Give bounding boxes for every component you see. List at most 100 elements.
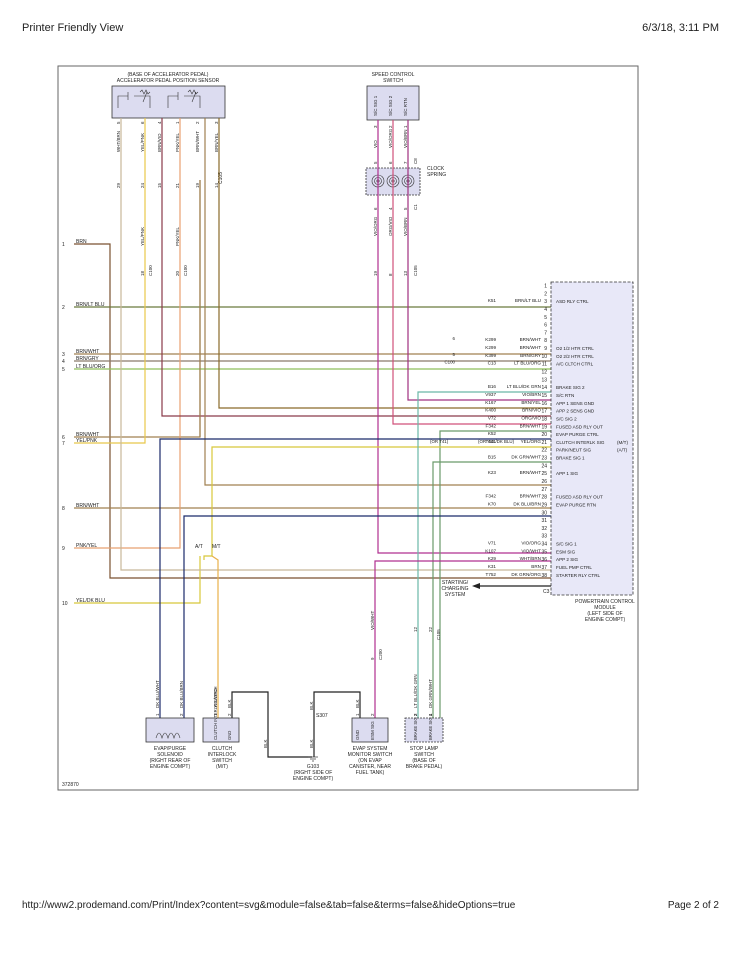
- left-wire-label: YEL/PNK: [76, 438, 98, 444]
- left-wire-label: PNK/YEL: [76, 543, 97, 549]
- speed-pin-number: 2: [388, 125, 393, 128]
- pcm-pin-wire: BRN/LT BLU: [515, 298, 541, 303]
- esm-location-2: CANISTER, NEAR: [349, 764, 391, 770]
- clock-spring-label-2: SPRING: [427, 172, 446, 178]
- speed-bottom-cavity: 4: [388, 207, 393, 210]
- speed-pin-label: S/C RTN: [403, 98, 408, 116]
- app-pin-number: 4: [157, 121, 162, 124]
- left-wire-label: BRN/GRY: [76, 356, 99, 362]
- pcm-pin-function: APP 1 SENS GND: [556, 401, 595, 406]
- left-wire-label: BRN/WHT: [76, 349, 99, 355]
- pcm-pin-number: 18: [541, 416, 547, 422]
- clutch-switch-label-2: INTERLOCK: [208, 752, 237, 758]
- c100-cavity: 18: [140, 270, 145, 276]
- esm-label-2: MONITOR SWITCH: [348, 752, 393, 758]
- left-wire-number: 8: [62, 506, 65, 512]
- speed-top-cavity: 7: [403, 161, 408, 164]
- left-wire-number: 10: [62, 601, 68, 607]
- clutch-switch-label: CLUTCH: [212, 746, 233, 752]
- left-wire-label: BRN/WHT: [76, 503, 99, 509]
- pcm-pin-function: FUSED ASD RLY OUT: [556, 495, 603, 500]
- app-pin-wire: BRN/WHT: [195, 131, 200, 152]
- speed-pin-label: S/C SIG 1: [373, 95, 378, 116]
- pcm-pin-wire: BRN/WHT: [520, 345, 542, 350]
- left-wire-label: YEL/DK BLU: [76, 598, 105, 604]
- speed-switch-subtitle: SWITCH: [383, 78, 403, 84]
- left-wire-number: 7: [62, 441, 65, 447]
- page-footer-url[interactable]: http://www2.prodemand.com/Print/Index?co…: [22, 900, 516, 911]
- stop-lamp-switch: STOP LAMP SWITCH (BASE OF BRAKE PEDAL) L…: [404, 626, 444, 770]
- pcm-pin-function: BRAKE SIG 2: [556, 385, 585, 390]
- wire-pnk-yel: [74, 118, 181, 549]
- pcm-pin-function: S/C SIG 1: [556, 542, 577, 547]
- evap-solenoid-location-2: ENGINE COMPT): [150, 764, 191, 770]
- component-pin-label: CLUTCH INTERLK SWITCH: [213, 686, 218, 740]
- stop-lamp-label-2: SWITCH: [414, 752, 434, 758]
- pcm-pin-circuit: F342: [486, 494, 497, 499]
- wire-fused-asd-19: [439, 430, 551, 718]
- evap-solenoid-label-2: SOLENOID: [157, 752, 183, 758]
- component-pin-number: 1: [155, 713, 160, 716]
- speed-pcm-cavity: 13: [403, 270, 408, 276]
- pcm-pin-wire: WHT/BRN: [520, 556, 541, 561]
- component-pin-wire: ESM SIG: [370, 721, 375, 740]
- pcm-label: POWERTRAIN CONTROL: [575, 599, 635, 605]
- left-wire-number: 5: [62, 367, 65, 373]
- esm-label: EVAP SYSTEM: [353, 746, 388, 752]
- component-pin-number: 3: [413, 713, 418, 716]
- ground-icon: [308, 756, 318, 762]
- component-pin-number: 2: [179, 713, 184, 716]
- pcm-pin-wire: YEL/ORG: [521, 439, 542, 444]
- pcm-pin-wire: BRN/WHT: [520, 494, 542, 499]
- pcm-pin-number: 27: [541, 487, 547, 493]
- pcm-pin-circuit: K31: [488, 564, 497, 569]
- wire-app-1-gnd: [218, 118, 551, 409]
- pcm-pin-wire: DK BLU/BRN: [513, 501, 541, 506]
- pcm-pin-wire: BRN: [531, 564, 541, 569]
- pcm-pin-number: 25: [541, 471, 547, 477]
- left-wire-label: BRN: [76, 239, 87, 245]
- stop-lamp-location: (BASE OF: [412, 758, 435, 764]
- ground-label: G103: [307, 764, 319, 770]
- wire-sc-sig-1: [377, 120, 551, 554]
- pcm-pin-circuit: K299: [485, 337, 496, 342]
- wire-sc-sig-2: [392, 120, 551, 425]
- pcm-pin-note-alt: (OR YEL/DK BLU): [478, 439, 515, 444]
- mt-label: M/T: [212, 544, 221, 550]
- pcm-pin-number: 5: [544, 315, 547, 321]
- pcm-pin-circuit: T141: [486, 439, 497, 444]
- pcm-pin-function: S/C SIG 2: [556, 416, 577, 421]
- speed-pin-label: S/C SIG 2: [388, 95, 393, 116]
- stop-lamp-connector: C105: [436, 629, 441, 640]
- pcm-body: [550, 281, 634, 596]
- ground-wire: BLK: [355, 699, 360, 708]
- speed-pin-wire: VIO/BRN: [403, 129, 408, 148]
- component-pin-number: 4: [428, 713, 433, 716]
- wire-sc-rtn: [407, 120, 551, 401]
- wires: [74, 118, 551, 758]
- speed-pin-number: 1: [403, 125, 408, 128]
- speed-switch-body: [366, 85, 420, 121]
- pcm-pin-cavity: 6: [453, 336, 456, 341]
- accelerator-pedal-position-sensor: (BASE OF ACCELERATOR PEDAL) ACCELERATOR …: [111, 72, 226, 188]
- pcm-pin-function: ASD RLY CTRL: [556, 299, 589, 304]
- component-pin-wire: LT BLU/DK GRN: [413, 674, 418, 708]
- clock-spring-label: CLOCK: [427, 166, 445, 172]
- component-pin-wire: GND: [355, 729, 360, 740]
- app-cavity: 24: [140, 182, 145, 188]
- speed-bottom-cavity: 6: [373, 207, 378, 210]
- wire-clutch-interlk: [211, 446, 551, 556]
- speed-pcm-cavity: 19: [373, 270, 378, 276]
- pcm-pin-circuit: T752: [486, 572, 497, 577]
- pcm-pin-function: ESM SIG: [556, 549, 576, 554]
- speed-bottom-connector: C1: [413, 204, 418, 210]
- pcm-pin-function: APP 2 SENS GND: [556, 409, 595, 414]
- pcm-pin-wire: VIO/WHT: [521, 548, 541, 553]
- c100-cavity: 20: [175, 270, 180, 276]
- stop-lamp-cavity: 22: [428, 626, 433, 632]
- pcm-pin-wire: BRN/WHT: [520, 337, 542, 342]
- stop-lamp-label: STOP LAMP: [410, 746, 439, 752]
- wire-evap-purge-ctrl: [159, 438, 551, 718]
- wire-evap-purge-rtn: [183, 515, 551, 718]
- pcm-pin-circuit: K400: [485, 408, 496, 413]
